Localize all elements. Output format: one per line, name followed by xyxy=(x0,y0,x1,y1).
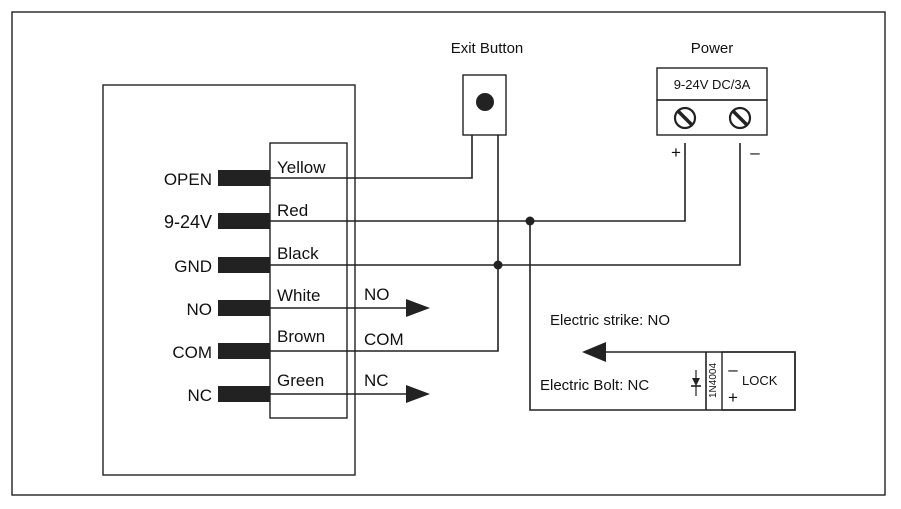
terminal-label-com: COM xyxy=(172,343,212,362)
junction-black xyxy=(493,260,503,270)
lock-box xyxy=(721,351,796,411)
pin-gnd xyxy=(218,257,270,273)
exit-button xyxy=(462,74,507,136)
pin-nc xyxy=(218,386,270,402)
terminal-label-9-24v: 9-24V xyxy=(164,212,212,232)
power-label: Power xyxy=(691,40,734,57)
terminal-label-gnd: GND xyxy=(174,257,212,276)
wire-brown xyxy=(270,135,499,352)
junction-red xyxy=(525,216,535,226)
screw-minus-icon xyxy=(728,106,752,130)
terminal-label-open: OPEN xyxy=(164,170,212,189)
exit-button-box xyxy=(462,74,507,136)
wire-label-black: Black xyxy=(277,244,319,263)
lock-minus: – xyxy=(728,360,738,379)
controller-box xyxy=(102,84,356,476)
arrow-strike xyxy=(582,342,606,362)
wire-black xyxy=(270,143,741,266)
lock-label: LOCK xyxy=(742,373,778,388)
power-plus: + xyxy=(671,143,681,162)
power-rating: 9-24V DC/3A xyxy=(674,77,751,92)
arrow-no xyxy=(406,299,430,317)
wire-label-white: White xyxy=(277,286,320,305)
power-terminal-block xyxy=(656,99,768,136)
wires xyxy=(270,135,796,411)
pin-open xyxy=(218,170,270,186)
terminal-pins xyxy=(218,170,270,402)
exit-button-knob xyxy=(476,93,494,111)
strike-label: Electric strike: NO xyxy=(550,312,670,329)
output-label-no: NO xyxy=(364,285,390,304)
wire-label-red: Red xyxy=(277,201,308,220)
pin-no xyxy=(218,300,270,316)
wire-red xyxy=(270,143,686,222)
arrow-nc xyxy=(406,385,430,403)
exit-button-label: Exit Button xyxy=(451,40,524,57)
terminal-label-nc: NC xyxy=(187,386,212,405)
terminal-label-no: NO xyxy=(187,300,213,319)
wire-yellow xyxy=(270,135,473,179)
power-minus: – xyxy=(750,143,760,162)
screw-plus-icon xyxy=(673,106,697,130)
wire-label-green: Green xyxy=(277,371,324,390)
output-label-com: COM xyxy=(364,330,404,349)
output-label-nc: NC xyxy=(364,371,389,390)
pin-com xyxy=(218,343,270,359)
power-supply xyxy=(656,67,768,136)
wire-label-panel xyxy=(269,142,348,419)
outer-border xyxy=(11,11,886,496)
pin-9-24v xyxy=(218,213,270,229)
wire-label-brown: Brown xyxy=(277,327,325,346)
wire-label-yellow: Yellow xyxy=(277,158,326,177)
diode-label: 1N4004 xyxy=(708,363,719,398)
lock-block xyxy=(691,351,796,411)
lock-plus: + xyxy=(728,388,738,407)
bolt-label: Electric Bolt: NC xyxy=(540,377,649,394)
